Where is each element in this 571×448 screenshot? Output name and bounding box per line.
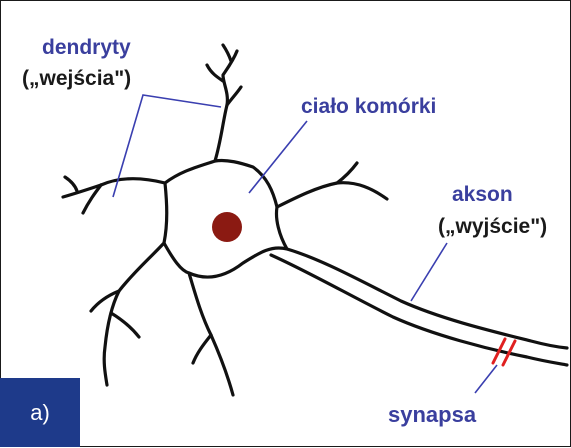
dendrites-label: dendryty [42,37,131,58]
axon-label: akson [452,184,513,205]
cell-body-leader-line [249,121,307,193]
dendrite-left-branch-b [65,177,77,191]
panel-label-badge: a) [0,378,80,447]
synapse-leader-line [475,365,497,393]
axon-upper-edge [287,249,567,348]
axon-sublabel: („wyjście") [438,216,547,237]
dendrite-top-branch-c [223,45,231,61]
dendrite-lower-branch [193,335,211,363]
dendrites-sublabel: („wejścia") [22,68,131,89]
dendrite-top-branch-a [207,65,223,81]
panel-label: a) [30,400,50,426]
dendrite-lower-left-branch-b [111,313,139,337]
nucleus [212,212,242,242]
cell-body-label: ciało komórki [301,96,436,117]
dendrite-right-branch [337,163,357,183]
dendrite-right [277,183,387,207]
synapse-label: synapsa [388,404,476,426]
axon-leader-line [411,243,447,301]
dendrite-top-branch-b [227,87,241,105]
